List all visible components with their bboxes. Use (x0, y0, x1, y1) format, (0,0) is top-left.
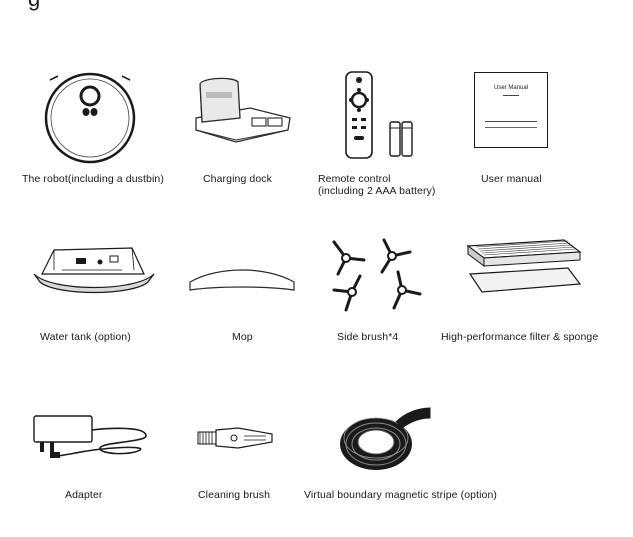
side-brush-illustration (326, 236, 426, 314)
charging-dock-caption: Charging dock (203, 173, 273, 185)
user-manual-illustration: User Manual (474, 72, 548, 148)
user-manual-caption: User manual (481, 173, 542, 185)
charging-dock-illustration (192, 74, 292, 146)
robot-caption: The robot(including a dustbin) (22, 173, 164, 185)
cleaning-brush-caption: Cleaning brush (198, 489, 271, 501)
magnetic-stripe-caption: Virtual boundary magnetic stripe (option… (304, 489, 498, 501)
cleaning-brush-illustration (196, 424, 276, 454)
water-tank-illustration (32, 240, 156, 298)
filter-sponge-illustration (464, 236, 584, 300)
robot-illustration (42, 70, 138, 164)
magnetic-stripe-illustration (336, 402, 436, 476)
adapter-illustration (30, 412, 150, 462)
user-manual-cover-title: User Manual (493, 85, 528, 91)
mop-caption: Mop (232, 331, 253, 343)
side-brush-caption: Side brush*4 (337, 331, 399, 343)
mop-illustration (188, 268, 296, 294)
filter-sponge-caption: High-performance filter & sponge (441, 331, 599, 343)
remote-control-caption-line2: (including 2 AAA battery) (318, 185, 436, 197)
water-tank-caption: Water tank (option) (40, 331, 131, 343)
adapter-caption: Adapter (65, 489, 103, 501)
remote-control-caption: Remote control (including 2 AAA battery) (318, 173, 435, 197)
page-heading: g (28, 0, 41, 12)
remote-control-caption-line1: Remote control (318, 173, 391, 185)
remote-control-illustration (340, 70, 420, 162)
